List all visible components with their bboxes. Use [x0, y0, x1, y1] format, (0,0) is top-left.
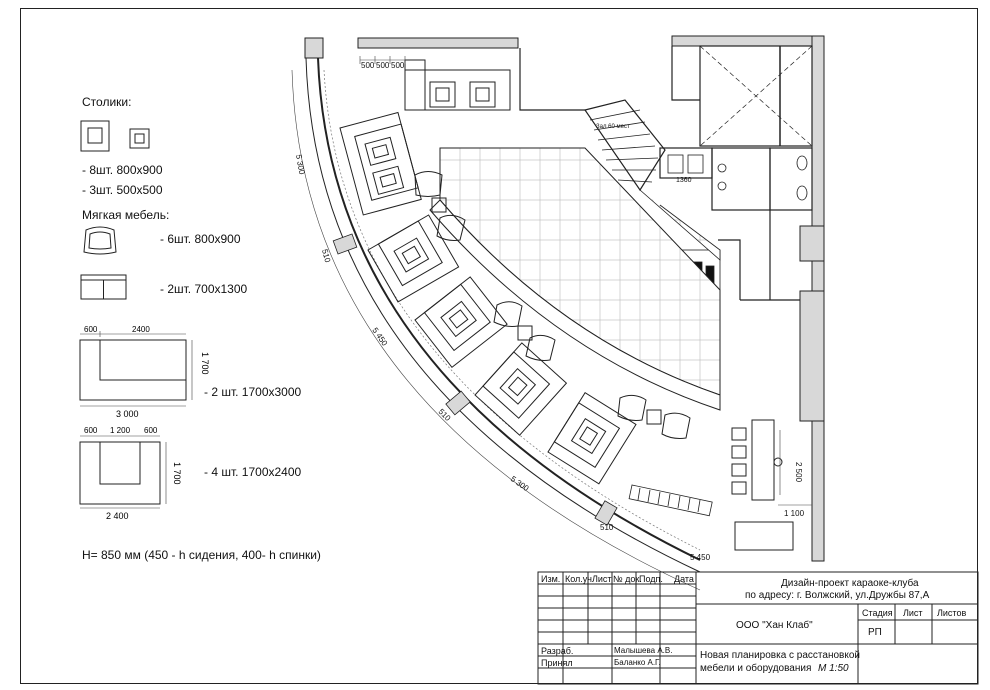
stage-edge	[429, 199, 721, 411]
tb-company: ООО "Хан Клаб"	[736, 620, 813, 631]
tb-drawing-title-2: мебели и оборудования	[700, 663, 812, 674]
armchair-icon	[83, 226, 117, 255]
staircase	[589, 109, 659, 183]
tb-scale: М 1:50	[818, 663, 849, 674]
interior-walls	[519, 45, 813, 301]
tb-approved-label: Принял	[541, 658, 573, 668]
dim-510c: 510	[600, 523, 614, 532]
dim-5450b: 5 450	[690, 553, 711, 562]
dim-1100: 1 100	[784, 509, 805, 518]
tb-drawing-title-1: Новая планировка с расстановкой	[700, 650, 860, 661]
tables-3-label: - 3шт. 500х500	[82, 183, 163, 197]
sofa-icon	[80, 274, 127, 300]
tables-legend-icons	[80, 120, 150, 152]
dim-l-600: 600	[84, 325, 98, 334]
sofa-label: - 2шт. 700х1300	[160, 282, 248, 296]
tb-sheet-header: Лист	[903, 608, 923, 618]
dim-5300a: 5 300	[294, 154, 306, 176]
tb-header-date: Дата	[674, 574, 694, 584]
tb-header-izm: Изм.	[541, 574, 561, 584]
drawing-sheet-frame	[20, 8, 978, 684]
tb-header-list: Лист	[592, 574, 612, 584]
exterior-walls	[304, 35, 825, 562]
tb-stage-value: РП	[868, 627, 882, 638]
armchairs	[414, 171, 691, 439]
restroom-fixtures	[667, 154, 808, 201]
bar-counter	[404, 59, 511, 111]
dim-500c: 500	[391, 61, 405, 70]
dim-l-2400: 2400	[132, 325, 150, 334]
sofa-groups	[339, 111, 637, 485]
dim-2500: 2 500	[794, 462, 803, 483]
keyboard	[628, 484, 713, 517]
dimension-lines	[359, 56, 812, 506]
dim-l-1700: 1 700	[200, 352, 210, 375]
u-sofa-label: - 4 шт. 1700х2400	[204, 465, 302, 479]
dim-510a: 510	[320, 248, 332, 264]
tb-address: по адресу: г. Волжский, ул.Дружбы 87,А	[745, 590, 930, 601]
tb-header-kolvo: Кол.уч	[565, 574, 592, 584]
tb-header-sign: Подп.	[639, 574, 663, 584]
tb-header-doc: № док.	[613, 574, 642, 584]
tb-approved-name: Баланко А.Г.	[614, 658, 661, 667]
dim-u-1700: 1 700	[172, 462, 182, 485]
dim-u-2400: 2 400	[106, 511, 129, 521]
soft-furniture-heading: Мягкая мебель:	[82, 208, 170, 222]
tables-heading: Столики:	[82, 95, 132, 109]
dim-500a: 500	[361, 61, 375, 70]
height-note: H= 850 мм (450 - h сидения, 400- h спинк…	[82, 548, 321, 562]
tb-sheets-header: Листов	[937, 608, 967, 618]
tables-8-label: - 8шт. 800х900	[82, 163, 163, 177]
dim-l-3000: 3 000	[116, 409, 139, 419]
tb-developer-label: Разраб.	[541, 646, 574, 656]
curve-pillars	[332, 233, 618, 526]
tb-developer-name: Малышева А.В.	[614, 646, 673, 655]
dim-u-600b: 600	[144, 426, 158, 435]
u-sofa-icon: 600 1 200 600 2 400 1 700	[79, 426, 182, 521]
dim-500b: 500	[376, 61, 390, 70]
dim-1360: 1360	[676, 177, 692, 184]
dim-u-1200: 1 200	[110, 426, 131, 435]
tb-project: Дизайн-проект караоке-клуба	[781, 578, 919, 589]
armchair-label: - 6шт. 800х900	[160, 232, 241, 246]
tb-stage-header: Стадия	[862, 608, 893, 618]
hall-capacity-note: Зал 60 мест	[596, 124, 630, 130]
dj-booth	[731, 419, 794, 551]
l-sofa-label: - 2 шт. 1700х3000	[204, 385, 302, 399]
dim-u-600a: 600	[84, 426, 98, 435]
l-sofa-icon: 600 2400 3 000 1 700	[79, 325, 210, 419]
